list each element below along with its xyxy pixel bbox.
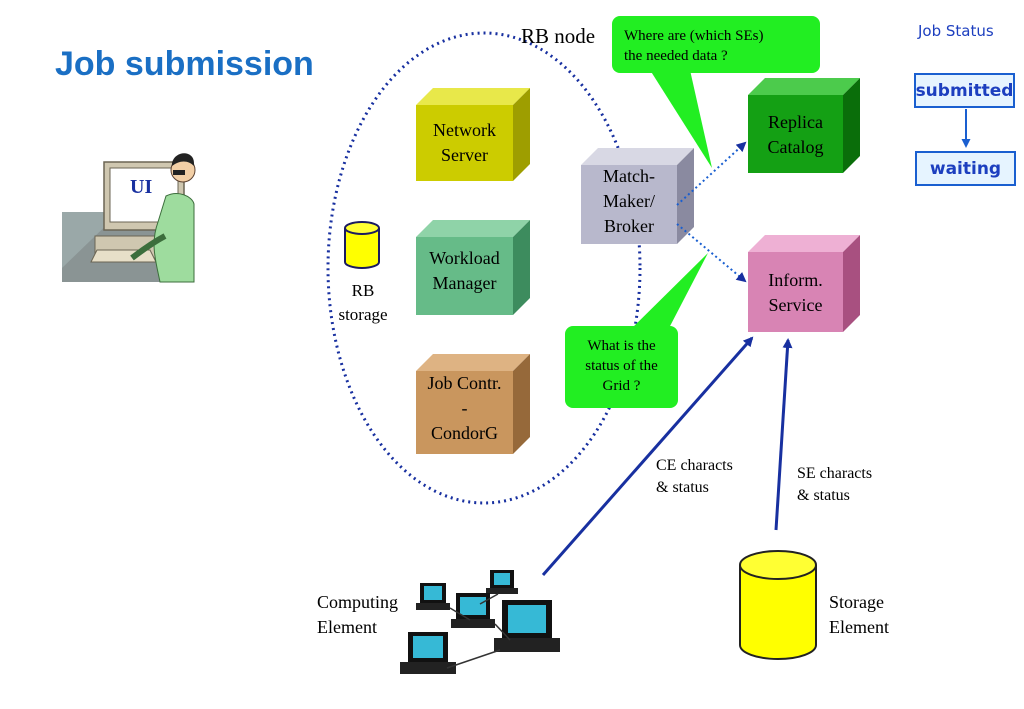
workload-manager-cube <box>416 220 530 315</box>
replica-catalog-cube <box>748 78 860 173</box>
job-controller-cube <box>416 354 530 454</box>
matchmaker-cube <box>581 148 694 244</box>
storage-cylinder-icon <box>739 550 817 660</box>
status-waiting: waiting <box>915 151 1016 186</box>
rb-storage-icon <box>344 221 380 269</box>
network-server-label: Network Server <box>433 120 496 165</box>
job-status-title: Job Status <box>918 22 994 40</box>
data-question-text: Where are (which SEs) the needed data ? <box>624 28 764 64</box>
ce-charact-label: CE characts & status <box>656 457 733 496</box>
job-controller-label: Job Contr. - CondorG <box>427 373 502 443</box>
user-at-computer-icon <box>62 153 196 283</box>
network-server-cube <box>416 88 530 181</box>
data-question-bubble <box>612 16 820 168</box>
computer-cluster-icon <box>400 570 560 674</box>
grid-question-text: What is the status of the Grid ? <box>585 338 658 394</box>
grid-question-bubble <box>565 253 708 408</box>
status-submitted: submitted <box>914 73 1015 108</box>
info-service-label: Inform. Service <box>768 270 823 315</box>
replica-catalog-label: Replica Catalog <box>767 112 824 157</box>
matchmaker-label: Match- Maker/ Broker <box>603 166 655 236</box>
info-service-cube <box>748 235 860 332</box>
workload-manager-label: Workload Manager <box>429 248 500 293</box>
storage-element-label: Storage Element <box>829 592 889 637</box>
page-title: Job submission <box>55 45 314 83</box>
rb-node-label: RB node <box>521 24 596 48</box>
rb-node-boundary <box>326 31 642 505</box>
ui-label: UI <box>130 176 153 198</box>
computing-element-label: Computing Element <box>317 592 399 637</box>
rb-storage-label: RB storage <box>338 281 388 324</box>
se-charact-label: SE characts & status <box>797 465 873 504</box>
